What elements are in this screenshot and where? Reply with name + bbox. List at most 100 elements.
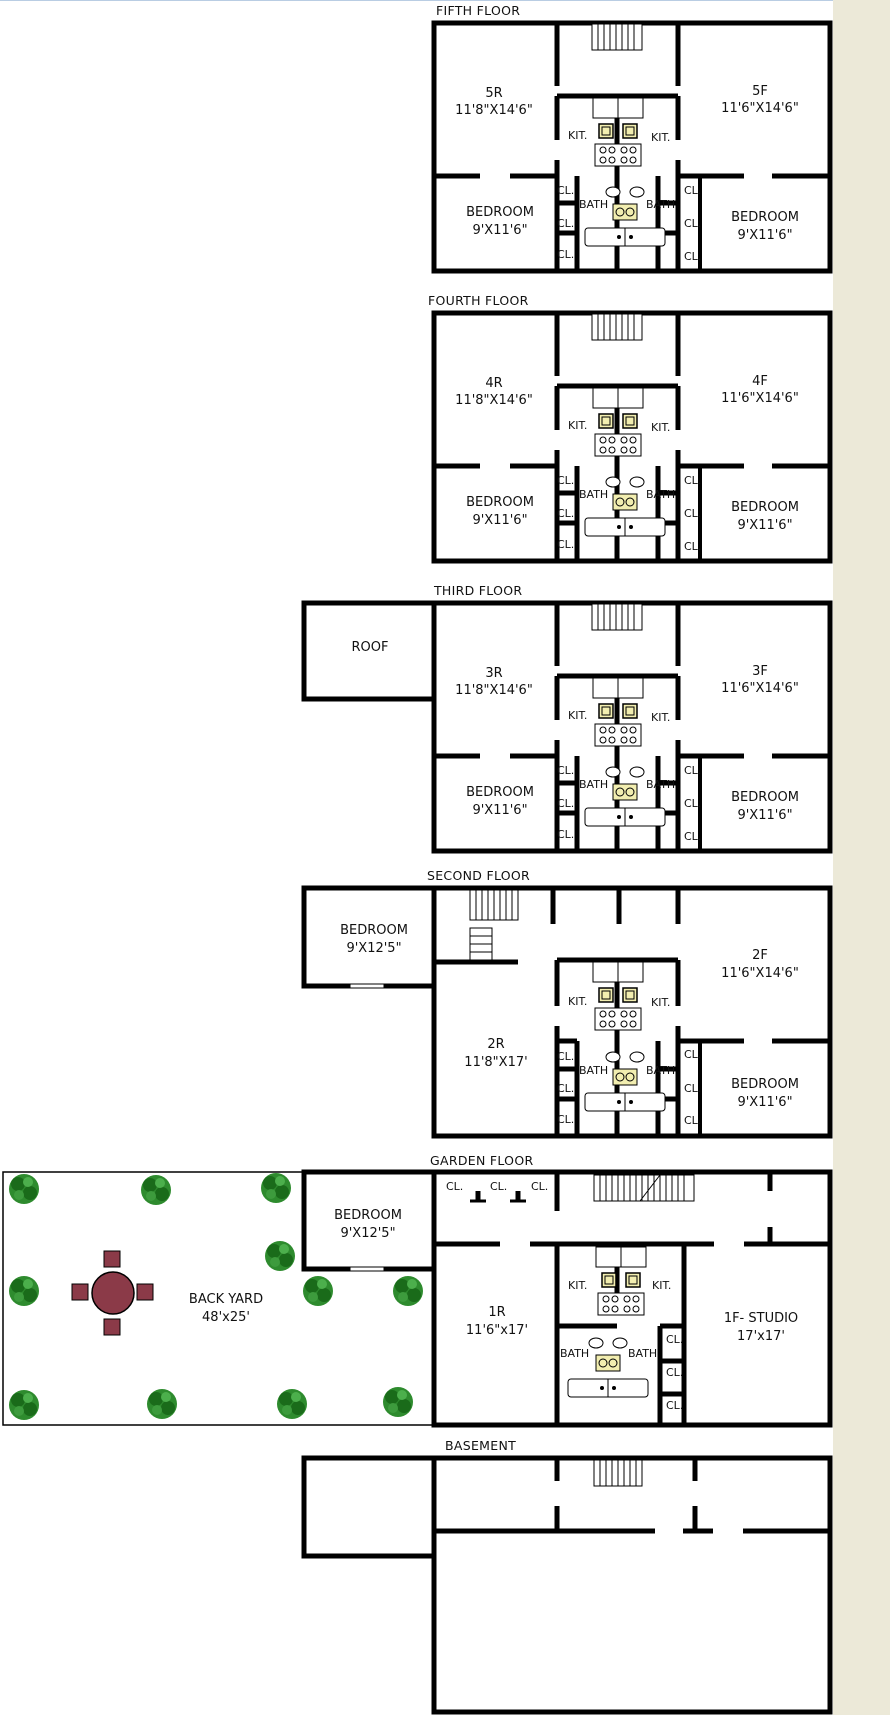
- kitchen-label: KIT.: [651, 996, 670, 1009]
- room-name: 4F: [752, 374, 768, 389]
- closet-label: CL.: [446, 1180, 463, 1193]
- closet-label: CL.: [684, 830, 701, 843]
- tree-icon: [393, 1276, 423, 1306]
- bath-label: BATH: [579, 778, 608, 791]
- room-name: BACK YARD: [189, 1292, 263, 1307]
- room-dim: 9'X11'6": [737, 518, 792, 533]
- kitchen-label: KIT.: [568, 1279, 587, 1292]
- room-dim: 17'x17': [737, 1329, 785, 1344]
- floor-title: GARDEN FLOOR: [430, 1153, 533, 1168]
- closet-label: CL.: [557, 474, 574, 487]
- room-dim: 11'8"X14'6": [455, 683, 533, 698]
- closet-label: CL.: [684, 797, 701, 810]
- bath-label: BATH: [628, 1347, 657, 1360]
- room-name: BEDROOM: [340, 923, 408, 938]
- closet-label: CL.: [684, 540, 701, 553]
- room-dim: 11'8"X14'6": [455, 103, 533, 118]
- garden-floor-plan: GARDEN FLOOR BACK YARD 48'x25': [2, 1153, 833, 1428]
- closet-label: CL.: [666, 1399, 683, 1412]
- room-dim: 11'8"X17': [464, 1055, 527, 1070]
- tree-icon: [261, 1173, 291, 1203]
- floor-title: BASEMENT: [445, 1438, 516, 1453]
- room-dim: 9'X11'6": [472, 803, 527, 818]
- room-dim: 9'X11'6": [737, 808, 792, 823]
- closet-label: CL.: [557, 797, 574, 810]
- kitchen-label: KIT.: [651, 421, 670, 434]
- roof-label: ROOF: [352, 640, 389, 655]
- room-name: BEDROOM: [731, 500, 799, 515]
- room-name: 5R: [485, 86, 502, 101]
- tree-icon: [303, 1276, 333, 1306]
- closet-label: CL.: [684, 764, 701, 777]
- bath-label: BATH: [560, 1347, 589, 1360]
- room-name: BEDROOM: [334, 1208, 402, 1223]
- basement-plan: BASEMENT: [301, 1438, 833, 1715]
- room-dim: 9'X11'6": [472, 513, 527, 528]
- tree-icon: [265, 1241, 295, 1271]
- closet-label: CL.: [490, 1180, 507, 1193]
- closet-label: CL.: [557, 248, 574, 261]
- closet-label: CL.: [557, 1050, 574, 1063]
- closet-label: CL.: [557, 184, 574, 197]
- tree-icon: [9, 1276, 39, 1306]
- closet-label: CL.: [666, 1333, 683, 1346]
- room-name: BEDROOM: [466, 205, 534, 220]
- kitchen-label: KIT.: [568, 995, 587, 1008]
- kitchen-label: KIT.: [568, 129, 587, 142]
- bath-label: BATH: [579, 1064, 608, 1077]
- room-dim: 11'6"X14'6": [721, 101, 799, 116]
- tree-icon: [277, 1389, 307, 1419]
- kitchen-label: KIT.: [652, 1279, 671, 1292]
- closet-label: CL.: [684, 250, 701, 263]
- closet-label: CL.: [557, 217, 574, 230]
- closet-label: CL.: [557, 828, 574, 841]
- floor-title: FOURTH FLOOR: [428, 293, 529, 308]
- room-name: BEDROOM: [466, 785, 534, 800]
- room-name: BEDROOM: [731, 1077, 799, 1092]
- room-dim: 48'x25': [202, 1310, 250, 1325]
- floor-title: SECOND FLOOR: [427, 868, 530, 883]
- second-floor-plan: SECOND FLOOR: [301, 868, 833, 1139]
- room-dim: 11'6"X14'6": [721, 391, 799, 406]
- room-dim: 11'8"X14'6": [455, 393, 533, 408]
- room-name: 2R: [487, 1037, 504, 1052]
- room-dim: 9'X11'6": [737, 1095, 792, 1110]
- room-dim: 9'X11'6": [472, 223, 527, 238]
- room-dim: 9'X11'6": [737, 228, 792, 243]
- top-border: [0, 0, 833, 1]
- closet-label: CL.: [684, 474, 701, 487]
- tree-icon: [147, 1389, 177, 1419]
- kitchen-label: KIT.: [568, 419, 587, 432]
- closet-label: CL.: [557, 538, 574, 551]
- fourth-floor-plan: FOURTH FLOOR 4R 11'8"X14'6": [428, 293, 833, 564]
- closet-label: CL.: [684, 1082, 701, 1095]
- closet-label: CL.: [684, 184, 701, 197]
- room-dim: 9'X12'5": [346, 941, 401, 956]
- closet-label: CL.: [557, 1113, 574, 1126]
- right-margin-panel: [833, 0, 890, 1715]
- tree-icon: [9, 1390, 39, 1420]
- third-floor-plan: THIRD FLOOR ROOF 3R: [301, 583, 833, 854]
- room-name: 5F: [752, 84, 768, 99]
- room-name: BEDROOM: [731, 790, 799, 805]
- kitchen-label: KIT.: [651, 711, 670, 724]
- room-dim: 11'6"x17': [466, 1323, 528, 1338]
- bath-label: BATH: [646, 1064, 675, 1077]
- room-dim: 9'X12'5": [340, 1226, 395, 1241]
- closet-label: CL.: [557, 764, 574, 777]
- room-name: 3F: [752, 664, 768, 679]
- patio-table-icon: [71, 1250, 154, 1336]
- floor-title: FIFTH FLOOR: [436, 3, 520, 18]
- bath-label: BATH: [579, 198, 608, 211]
- closet-label: CL.: [684, 507, 701, 520]
- closet-label: CL.: [684, 217, 701, 230]
- closet-label: CL.: [684, 1114, 701, 1127]
- bath-label: BATH: [646, 778, 675, 791]
- room-name: BEDROOM: [731, 210, 799, 225]
- tree-icon: [383, 1387, 413, 1417]
- room-name: 1F- STUDIO: [724, 1311, 798, 1326]
- floor-title: THIRD FLOOR: [433, 583, 522, 598]
- room-name: 4R: [485, 376, 502, 391]
- closet-label: CL.: [557, 1082, 574, 1095]
- room-name: 2F: [752, 948, 768, 963]
